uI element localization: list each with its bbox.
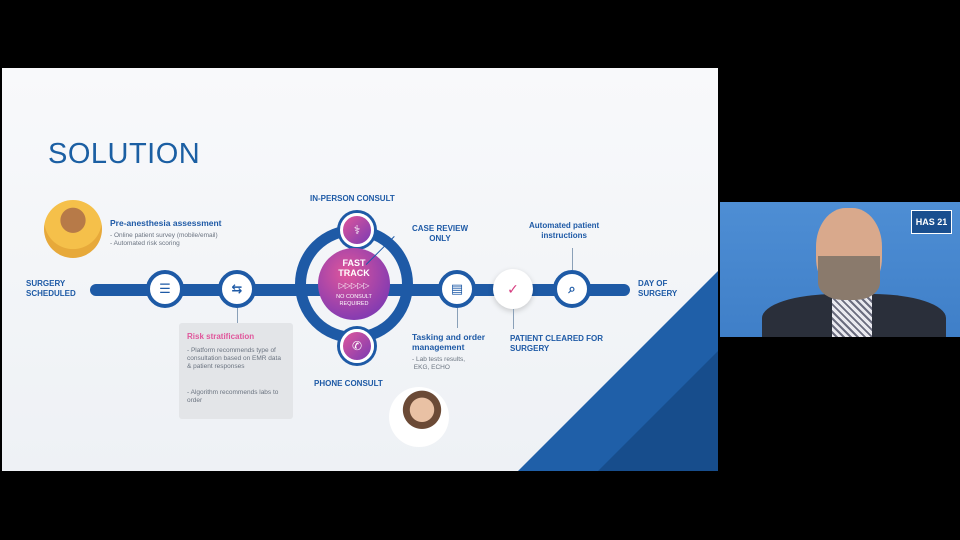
- cleared-connector: [513, 309, 514, 329]
- checklist-icon: ☰: [159, 281, 171, 296]
- document-search-icon: ⌕: [568, 281, 576, 296]
- tasking-item: - Lab tests results, EKG, ECHO: [412, 356, 466, 371]
- risk-heading: Risk stratification: [187, 332, 255, 341]
- nurse-phone-photo: [389, 387, 449, 447]
- clipboard-icon: ▤: [450, 281, 464, 296]
- risk-stratification-box: Risk stratification - Platform recommend…: [179, 323, 293, 419]
- case-review-label: CASE REVIEW ONLY: [412, 224, 469, 243]
- tasking-connector: [457, 308, 458, 328]
- speaker-webcam: HAS 21: [720, 202, 960, 337]
- presentation-slide: SOLUTION SURGERY SCHEDULED Pre-anesthesi…: [2, 68, 718, 471]
- speaker-beard: [818, 256, 880, 300]
- timeline-node-tasking: ▤: [438, 270, 476, 308]
- signpost-icon: ⇆: [231, 281, 243, 296]
- doctor-icon: ⚕: [353, 223, 361, 237]
- automated-connector: [572, 248, 573, 270]
- phone-node: ✆: [340, 329, 374, 363]
- timeline-node-survey: ☰: [146, 270, 184, 308]
- patient-photo-woman-phone: [44, 200, 102, 258]
- timeline-node-risk: ⇆: [218, 270, 256, 308]
- timeline-node-instructions: ⌕: [553, 270, 591, 308]
- fast-track-arrows: ▷▷▷▷▷: [338, 281, 370, 290]
- surgery-scheduled-label: SURGERY SCHEDULED: [26, 279, 76, 298]
- slide-title: SOLUTION: [48, 138, 201, 170]
- fast-track-circle: FAST TRACK ▷▷▷▷▷ NO CONSULT REQUIRED: [318, 248, 390, 320]
- pre-anesthesia-item: - Automated risk scoring: [110, 240, 180, 247]
- risk-connector: [237, 308, 238, 323]
- pre-anesthesia-heading: Pre-anesthesia assessment: [110, 218, 222, 228]
- phone-icon: ✆: [351, 339, 363, 353]
- fast-track-subtitle: NO CONSULT REQUIRED: [336, 294, 372, 307]
- cleared-check: ✓: [493, 269, 533, 309]
- day-of-surgery-label: DAY OF SURGERY: [638, 279, 678, 298]
- check-icon: ✓: [507, 281, 519, 297]
- slide-corner-decoration-dark: [598, 351, 718, 471]
- pre-anesthesia-item: - Online patient survey (mobile/email): [110, 232, 218, 239]
- risk-item: - Platform recommends type of consultati…: [187, 347, 281, 370]
- phone-consult-label: PHONE CONSULT: [314, 379, 383, 388]
- in-person-node: ⚕: [340, 213, 374, 247]
- tasking-heading: Tasking and order management: [412, 332, 486, 352]
- event-badge: HAS 21: [911, 210, 952, 234]
- automated-instructions-label: Automated patient instructions: [529, 221, 600, 240]
- risk-item: - Algorithm recommends labs to order: [187, 389, 279, 404]
- in-person-consult-label: IN-PERSON CONSULT: [310, 194, 395, 203]
- fast-track-title: FAST TRACK: [338, 258, 370, 278]
- speaker-shirt: [832, 294, 872, 337]
- patient-cleared-label: PATIENT CLEARED FOR SURGERY: [510, 334, 604, 353]
